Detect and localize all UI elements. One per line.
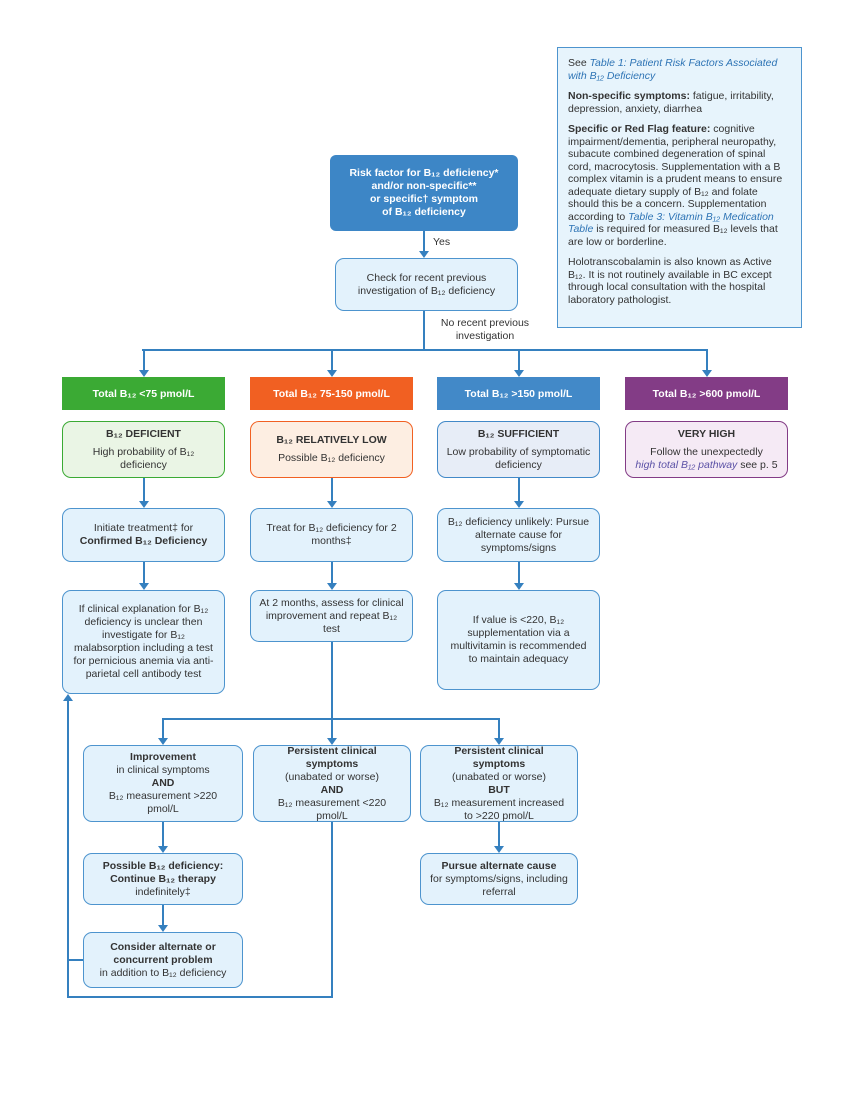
status-sufficient-body: Low probability of symptomatic deficienc… — [446, 445, 591, 471]
start-line-4: of B₁₂ deficiency — [382, 206, 466, 218]
arrowhead-down-icon — [138, 370, 149, 377]
header-b12-over-150: Total B₁₂ >150 pmol/L — [437, 377, 600, 410]
info-paragraph-table1: See Table 1: Patient Risk Factors Associ… — [568, 57, 791, 82]
arrowhead-down-icon — [326, 583, 337, 590]
info-see-prefix: See — [568, 57, 590, 69]
arrowhead-down-icon — [158, 846, 168, 853]
connector-branch-col4 — [705, 349, 708, 371]
status-very-high-tail: see p. 5 — [737, 458, 778, 471]
arrowhead-down-icon — [158, 738, 168, 745]
connector-branch-col2 — [330, 349, 333, 371]
continue-therapy-node: Possible B₁₂ deficiency: Continue B₁₂ th… — [83, 853, 243, 905]
arrowhead-down-icon — [326, 370, 337, 377]
status-very-high-line2: high total B₁₂ pathway see p. 5 — [635, 459, 777, 472]
high-b12-pathway-link[interactable]: high total B₁₂ pathway — [635, 458, 738, 471]
connector-split-outcome1 — [162, 718, 164, 739]
loop-line-down — [330, 822, 333, 998]
arrowhead-down-icon — [494, 846, 504, 853]
consider-alternate-problem-node: Consider alternate or concurrent problem… — [83, 932, 243, 988]
connector-split-outcome2 — [330, 718, 333, 739]
arrowhead-down-icon — [419, 251, 429, 258]
no-recent-label: No recent previous investigation — [440, 317, 530, 342]
connector-split-outcome3 — [498, 718, 500, 739]
status-sufficient-title: B₁₂ SUFFICIENT — [477, 427, 560, 440]
connector-continue-consider — [162, 905, 164, 926]
arrowhead-down-icon — [326, 501, 337, 508]
status-sufficient-node: B₁₂ SUFFICIENT Low probability of sympto… — [437, 421, 600, 478]
arrowhead-down-icon — [494, 738, 504, 745]
status-very-high-line1: Follow the unexpectedly — [650, 445, 763, 458]
assess-2-months-node: At 2 months, assess for clinical improve… — [250, 590, 413, 642]
deficiency-unlikely-node: B₁₂ deficiency unlikely: Pursue alternat… — [437, 508, 600, 562]
arrowhead-down-icon — [513, 370, 524, 377]
outcome-improvement-node: Improvement in clinical symptoms AND B₁₂… — [83, 745, 243, 822]
loop-connector-consider — [67, 959, 83, 961]
arrowhead-down-icon — [138, 501, 149, 508]
info-paragraph-holotranscobalamin: Holotranscobalamin is also known as Acti… — [568, 256, 772, 306]
connector-col2-step1 — [330, 478, 333, 502]
header-b12-under-75: Total B₁₂ <75 pmol/L — [62, 377, 225, 410]
arrowhead-down-icon — [701, 370, 712, 377]
connector-col1-step1 — [142, 478, 145, 502]
connector-col2-step2 — [330, 562, 333, 584]
connector-improvement-next — [162, 822, 164, 847]
connector-col3-step1 — [517, 478, 520, 502]
info-specific-text: Specific or Red Flag feature: cognitive … — [568, 123, 783, 223]
header-b12-75-150: Total B₁₂ 75-150 pmol/L — [250, 377, 413, 410]
connector-assess-split — [330, 642, 333, 719]
arrowhead-down-icon — [513, 501, 524, 508]
status-deficient-body: High probability of B₁₂ deficiency — [92, 445, 195, 471]
loop-line-bottom — [67, 996, 332, 998]
arrowhead-down-icon — [138, 583, 149, 590]
info-paragraph-specific: Specific or Red Flag feature: cognitive … — [568, 123, 791, 248]
investigate-malabsorption-node: If clinical explanation for B₁₂ deficien… — [62, 590, 225, 694]
check-previous-investigation-node: Check for recent previous investigation … — [335, 258, 518, 311]
header-b12-over-600: Total B₁₂ >600 pmol/L — [625, 377, 788, 410]
status-very-high-node: VERY HIGH Follow the unexpectedly high t… — [625, 421, 788, 478]
status-relatively-low-node: B₁₂ RELATIVELY LOW Possible B₁₂ deficien… — [250, 421, 413, 478]
connector-branch-col1 — [142, 349, 145, 371]
arrowhead-down-icon — [326, 738, 337, 745]
connector-persistent-but-next — [498, 822, 500, 847]
table3-link[interactable]: Table 3: Vitamin B₁₂ Medication Table — [568, 210, 774, 236]
start-node-risk-factor: Risk factor for B₁₂ deficiency* and/or n… — [330, 155, 518, 231]
connector-start-check — [423, 231, 425, 252]
status-relatively-low-title: B₁₂ RELATIVELY LOW — [276, 434, 387, 446]
arrowhead-down-icon — [513, 583, 524, 590]
info-paragraph-nonspecific: Non-specific symptoms: fatigue, irritabi… — [568, 90, 774, 115]
pursue-alternate-cause-node: Pursue alternate cause for symptoms/sign… — [420, 853, 578, 905]
connector-col1-step2 — [142, 562, 145, 584]
multivitamin-recommended-node: If value is <220, B₁₂ supplementation vi… — [437, 590, 600, 690]
table1-link[interactable]: Table 1: Patient Risk Factors Associated… — [568, 57, 778, 82]
start-line-2: and/or non-specific** — [371, 180, 477, 192]
status-deficient-title: B₁₂ DEFICIENT — [106, 427, 181, 440]
yes-label: Yes — [433, 236, 451, 248]
arrowhead-up-icon — [63, 694, 73, 701]
treat-2-months-node: Treat for B₁₂ deficiency for 2 months‡ — [250, 508, 413, 562]
outcome-persistent-and-low-node: Persistent clinical symptoms (unabated o… — [253, 745, 411, 822]
info-panel: See Table 1: Patient Risk Factors Associ… — [557, 47, 802, 328]
connector-check-branch — [423, 311, 425, 351]
info-specific-tail: is required for measured B₁₂ levels that… — [568, 223, 778, 248]
initiate-treatment-node: Initiate treatment‡ for Confirmed B₁₂ De… — [62, 508, 225, 562]
outcome-persistent-but-increased-node: Persistent clinical symptoms (unabated o… — [420, 745, 578, 822]
start-line-3: or specific† symptom — [370, 193, 478, 205]
branch-horizontal-line — [142, 349, 708, 351]
connector-branch-col3 — [517, 349, 520, 371]
status-deficient-node: B₁₂ DEFICIENT High probability of B₁₂ de… — [62, 421, 225, 478]
start-line-1: Risk factor for B₁₂ deficiency* — [349, 167, 499, 179]
status-very-high-title: VERY HIGH — [677, 427, 736, 440]
check-node-text: Check for recent previous investigation … — [357, 271, 496, 297]
connector-col3-step2 — [517, 562, 520, 584]
loop-line-up — [67, 700, 69, 998]
status-relatively-low-body: Possible B₁₂ deficiency — [278, 452, 385, 464]
arrowhead-down-icon — [158, 925, 168, 932]
